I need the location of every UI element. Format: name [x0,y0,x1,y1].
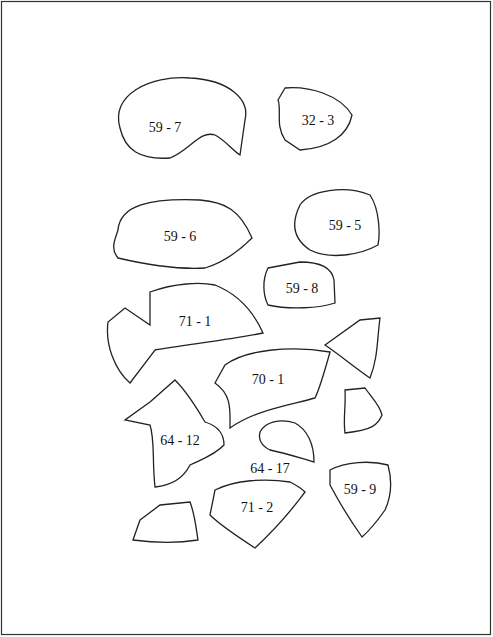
fragment-outline [213,345,333,431]
fragment-outline [295,190,379,256]
fragment-shape: 59 - 8 [262,260,337,310]
fragment-outline [210,480,305,548]
fragment-number: 59 - 7 [149,121,182,135]
fragment-number: 59 - 5 [329,219,362,233]
fragment-number: 71 - 2 [241,501,274,515]
fragment-outline [264,262,335,308]
fragment-number: 70 - 1 [252,373,285,387]
fragment-shape: 59 - 6 [110,196,255,272]
fragment-shape: 71 - 1 [104,280,266,385]
fragment-outline [104,280,266,385]
fragment-outline [215,349,330,428]
fragment-outline [107,283,263,383]
fragment-number: 64 - 12 [160,434,200,448]
fragment-number: 59 - 9 [344,483,377,497]
fragment-shape: 59 - 5 [290,185,382,261]
fragment-number: 59 - 8 [286,282,319,296]
fragment-outline [328,458,394,540]
fragment-shape: 32 - 3 [275,85,355,153]
fragment-shape: 71 - 2 [208,476,308,551]
fragment-outline [133,502,198,542]
fragment-outline [108,74,250,162]
fragment-outline [278,88,352,150]
fragment-outline [125,380,224,487]
fragment-outline [259,421,314,462]
fragment-outline [118,78,245,159]
fragment-shape: 64 - 12 [123,378,227,490]
fragment-number: 59 - 6 [164,230,197,244]
fragment-outline [114,200,252,269]
fragment-shape: 70 - 1 [213,345,333,431]
fragment-shape: 59 - 9 [328,458,394,540]
fragment-outline [344,388,382,433]
fragment-number: 32 - 3 [302,114,335,128]
fragment-shape: 59 - 7 [108,74,250,162]
fragment-shape: 64 - 17 [246,418,318,478]
fragment-number: 64 - 17 [250,462,290,476]
fragment-outline [330,462,391,537]
fragment-outline [325,318,380,378]
fragment-number: 71 - 1 [179,315,212,329]
